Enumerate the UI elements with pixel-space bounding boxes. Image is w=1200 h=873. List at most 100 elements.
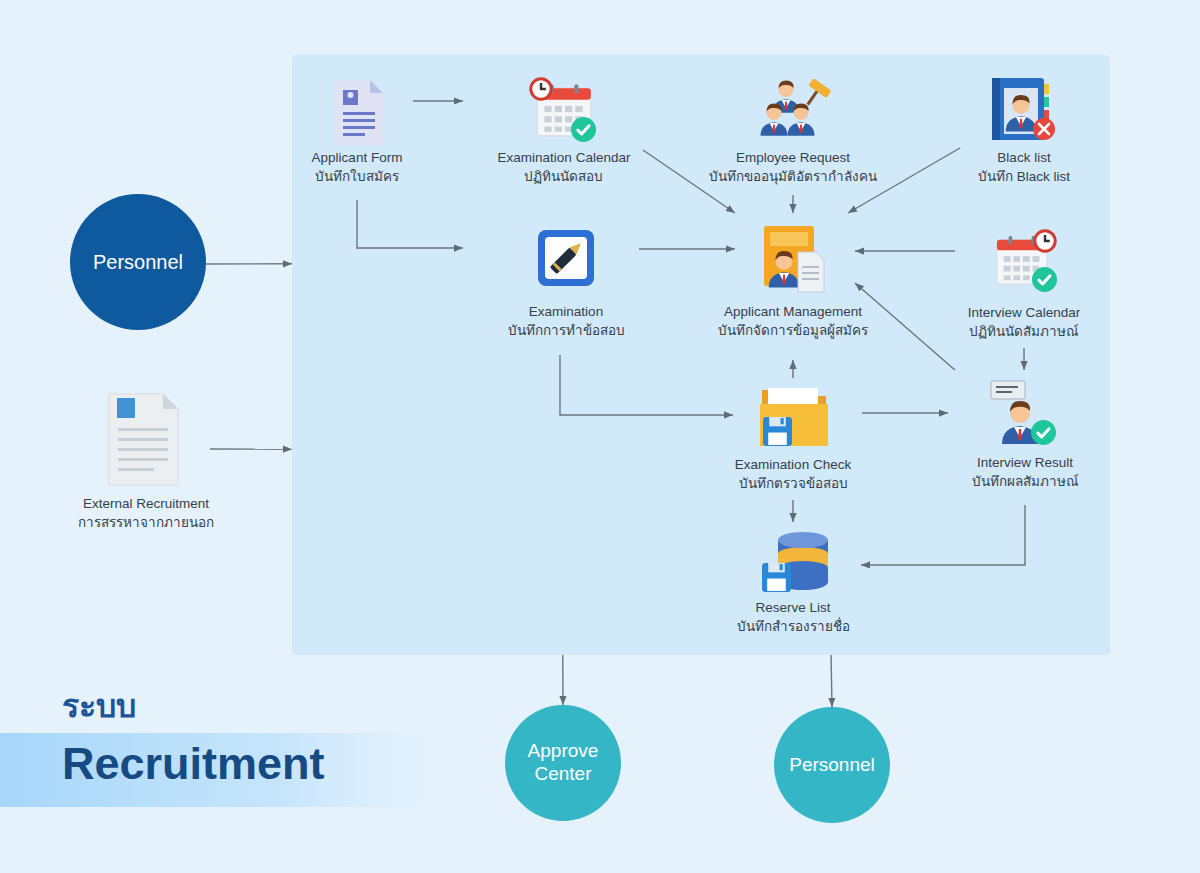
flow-arrow	[792, 500, 793, 522]
external-document-icon	[109, 394, 178, 485]
applicant-management-icon-part	[769, 251, 800, 288]
reserve-database-icon-part	[778, 547, 828, 561]
module-description: การสรรหาจากภายนอก	[78, 513, 214, 532]
flow-arrow	[848, 148, 960, 213]
blacklist-book-icon-part	[1044, 84, 1049, 94]
exam-pen-icon-part-part	[553, 262, 562, 271]
module-name: Reserve List	[737, 598, 850, 617]
applicant-form-icon	[334, 80, 383, 145]
applicant-management-icon-part	[802, 266, 819, 268]
blacklist-book-icon	[992, 78, 1055, 140]
module-name: Applicant Form	[312, 148, 403, 167]
flow-arrow	[862, 412, 948, 413]
blacklist-book-icon-part	[992, 78, 1044, 140]
flow-arrow	[855, 250, 955, 251]
flow-arrow	[792, 360, 793, 378]
flow-arrow	[830, 655, 832, 707]
applicant-form-icon-part	[343, 112, 375, 115]
interview-result-icon-part	[1002, 401, 1038, 444]
module-node: Applicant Managementบันทึกจัดการข้อมูลผู…	[735, 213, 855, 360]
node-text-group: Applicant Managementบันทึกจัดการข้อมูลผู…	[718, 302, 868, 340]
module-name: Examination Calendar	[498, 148, 631, 167]
module-node: Applicant Formบันทึกใบสมัคร	[301, 75, 413, 200]
title-band	[0, 733, 480, 807]
module-name: Black list	[978, 148, 1070, 167]
module-description: บันทึกสำรองรายชื่อ	[737, 617, 850, 636]
calendar-icon-part	[537, 84, 591, 136]
calendar-icon-part	[571, 117, 596, 142]
diagram-title: Recruitment	[62, 738, 325, 790]
blacklist-book-icon-part	[1044, 110, 1049, 120]
module-name: Applicant Management	[718, 302, 868, 321]
node-text-group: Employee Requestบันทึกขออนุมัติอัตรากำลั…	[709, 148, 877, 186]
system-panel: Applicant Formบันทึกใบสมัคร Examination C…	[292, 55, 1110, 655]
source-document: External Recruitmentการสรรหาจากภายนอก	[82, 393, 210, 533]
module-node: Employee Requestบันทึกขออนุมัติอัตรากำลั…	[713, 75, 873, 195]
applicant-management-icon-part	[802, 278, 819, 280]
exam-pen-icon	[538, 230, 594, 286]
reserve-database-icon-part	[778, 561, 828, 575]
interview-result-icon-part	[996, 391, 1012, 393]
node-text-group: Reserve Listบันทึกสำรองรายชื่อ	[737, 598, 850, 636]
node-text-group: External Recruitmentการสรรหาจากภายนอก	[78, 494, 214, 532]
module-name: Interview Result	[972, 453, 1079, 472]
module-node: Interview Resultบันทึกผลสัมภาษณ์	[948, 370, 1102, 505]
employee-group-icon-part	[773, 81, 800, 113]
module-description: ปฏิทินนัดสัมภาษณ์	[968, 322, 1081, 341]
module-name: Examination	[508, 302, 625, 321]
blacklist-book-icon-part	[1004, 88, 1038, 134]
module-node: Interview Calendarปฏิทินนัดสัมภาษณ์	[955, 215, 1093, 348]
exam-pen-icon-part	[545, 237, 587, 279]
module-description: บันทึกขออนุมัติอัตรากำลังคน	[709, 167, 877, 186]
module-description: บันทึกการทำข้อสอบ	[508, 321, 625, 340]
module-name: Employee Request	[709, 148, 877, 167]
flow-arrow	[210, 448, 292, 450]
module-node: Reserve Listบันทึกสำรองรายชื่อ	[724, 522, 861, 640]
interview-result-icon-part	[996, 386, 1018, 388]
external-document-icon-part	[117, 398, 135, 418]
circle-shape	[774, 707, 890, 823]
applicant-management-icon	[764, 226, 824, 292]
role-circle: Approve Center	[505, 705, 621, 821]
interview-result-icon-part	[991, 381, 1025, 399]
applicant-form-icon-part	[343, 126, 375, 129]
reserve-database-icon-part	[762, 563, 791, 592]
blacklist-book-icon-part	[1006, 95, 1037, 132]
role-label: Approve Center	[515, 740, 611, 786]
exam-check-folder-icon-part	[760, 404, 828, 446]
module-node: Black listบันทึก Black list	[960, 75, 1088, 148]
exam-pen-icon-part	[550, 240, 585, 275]
flow-arrow	[855, 283, 955, 370]
external-document-icon-part	[118, 428, 168, 431]
module-description: ปฏิทินนัดสอบ	[498, 167, 631, 186]
applicant-form-icon-part	[370, 80, 383, 93]
circle-shape	[505, 705, 621, 821]
flow-arrow	[413, 100, 463, 101]
external-document-icon-part	[118, 438, 168, 441]
module-description: บันทึก Black list	[978, 167, 1070, 186]
exam-check-folder-icon-part	[768, 388, 818, 418]
flow-arrow	[861, 505, 1025, 565]
reserve-database-icon-part	[778, 574, 828, 590]
reserve-database-icon-part	[778, 554, 828, 568]
applicant-form-icon-part	[343, 90, 358, 105]
applicant-management-icon-part	[770, 232, 808, 246]
node-text-group: Personnel	[774, 707, 890, 823]
exam-pen-icon-part-part	[550, 247, 577, 274]
interview-result-icon-part	[1031, 420, 1056, 445]
flow-arrow	[562, 655, 564, 705]
flow-arrow	[639, 248, 735, 249]
node-text-group: Approve Center	[505, 705, 621, 821]
external-document-icon-part	[118, 448, 168, 451]
module-node: Examinationบันทึกการทำข้อสอบ	[463, 215, 639, 355]
role-label: Personnel	[789, 754, 875, 777]
role-label: Personnel	[93, 250, 183, 274]
flow-arrow	[1023, 348, 1024, 370]
applicant-form-icon-part	[334, 80, 383, 145]
flow-arrow	[643, 150, 735, 213]
exam-pen-icon-part	[538, 230, 594, 286]
external-document-icon-part	[109, 394, 178, 485]
role-circle: Personnel	[774, 707, 890, 823]
blacklist-book-icon-part	[1033, 118, 1055, 140]
calendar-icon-part	[531, 79, 551, 99]
